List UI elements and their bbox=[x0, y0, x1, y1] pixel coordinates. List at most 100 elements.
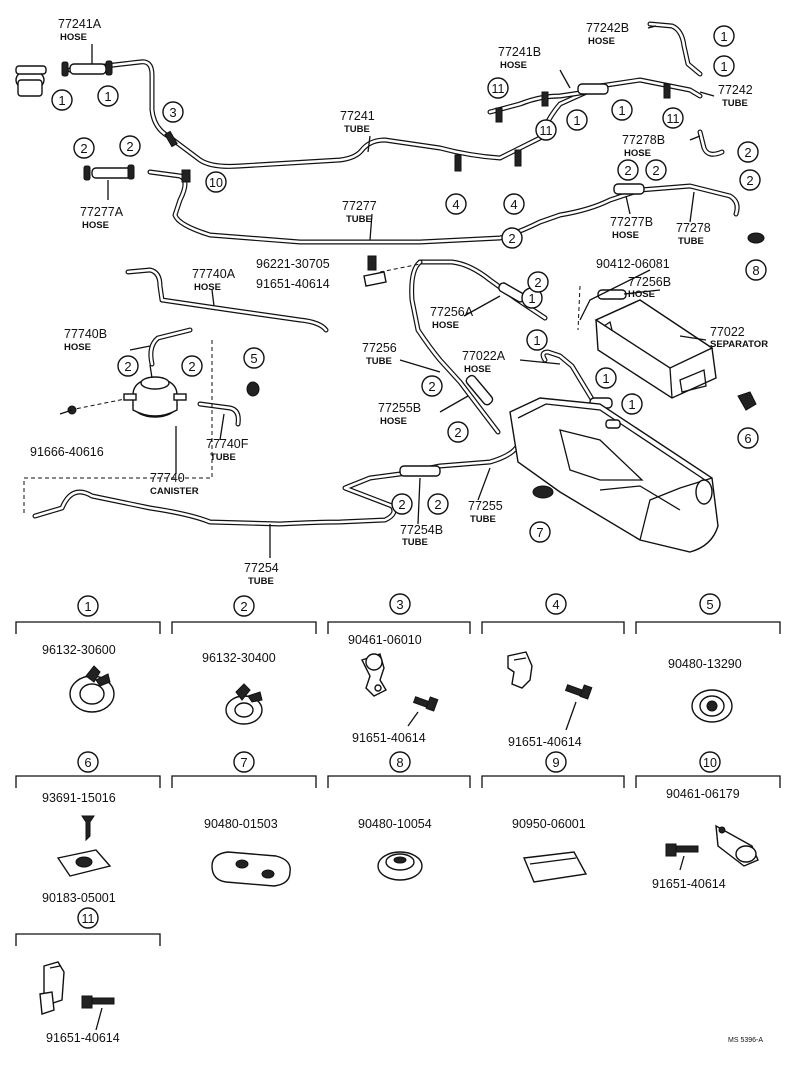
svg-text:2: 2 bbox=[652, 163, 659, 178]
callout-part-77241: 77241 bbox=[340, 109, 375, 123]
marker-6: 6 bbox=[737, 427, 759, 449]
marker-1: 1 bbox=[621, 393, 643, 415]
callout-part-90412-06081: 90412-06081 bbox=[596, 257, 670, 271]
callout-part-77022a: 77022A bbox=[462, 349, 506, 363]
leader-lines bbox=[91, 25, 715, 558]
legend-key-2: 2 bbox=[233, 595, 255, 617]
legend-2-part-0: 96132-30400 bbox=[202, 651, 276, 665]
speed-nut-icon bbox=[56, 849, 112, 877]
callout-name-77241a: HOSE bbox=[60, 32, 87, 43]
marker-4: 4 bbox=[445, 193, 467, 215]
svg-text:2: 2 bbox=[124, 359, 131, 374]
svg-text:2: 2 bbox=[744, 145, 751, 160]
svg-text:1: 1 bbox=[573, 113, 580, 128]
legend-key-1: 1 bbox=[77, 595, 99, 617]
separator-icon bbox=[594, 299, 717, 399]
bolt-legend-4-icon bbox=[564, 684, 593, 731]
svg-text:7: 7 bbox=[240, 755, 247, 770]
clamp-bracket-icon bbox=[361, 653, 387, 697]
callout-name-77740a: HOSE bbox=[194, 282, 221, 293]
legend-7-part-0: 90480-01503 bbox=[204, 817, 278, 831]
screw-icon bbox=[81, 815, 95, 842]
marker-5: 5 bbox=[243, 347, 265, 369]
callout-name-77254: TUBE bbox=[248, 576, 274, 587]
dashed-leaders bbox=[23, 263, 581, 516]
callout-name-77256a: HOSE bbox=[432, 320, 459, 331]
callout-part-77277: 77277 bbox=[342, 199, 377, 213]
svg-text:11: 11 bbox=[82, 912, 95, 926]
legend-key-3: 3 bbox=[389, 593, 411, 615]
callout-name-77740b: HOSE bbox=[64, 342, 91, 353]
marker-2: 2 bbox=[617, 159, 639, 181]
callout-part-77740a: 77740A bbox=[192, 267, 236, 281]
svg-text:2: 2 bbox=[534, 275, 541, 290]
callout-part-77740f: 77740F bbox=[206, 437, 249, 451]
svg-text:2: 2 bbox=[428, 379, 435, 394]
svg-text:1: 1 bbox=[618, 103, 625, 118]
callout-part-91666-40616: 91666-40616 bbox=[30, 445, 104, 459]
bracket-icon bbox=[737, 391, 757, 411]
legend-key-10: 10 bbox=[699, 751, 721, 773]
marker-2: 2 bbox=[527, 271, 549, 293]
marker-1: 1 bbox=[713, 55, 735, 77]
legend-key-4: 4 bbox=[545, 593, 567, 615]
marker-2: 2 bbox=[421, 375, 443, 397]
legend-table: 1 2 3 4 5 6 7 8 9 10 11 96132-30600 9613… bbox=[15, 593, 781, 1045]
bolt-icon bbox=[363, 255, 387, 287]
svg-text:6: 6 bbox=[84, 755, 91, 770]
callout-name-77255b: HOSE bbox=[380, 416, 407, 427]
svg-text:4: 4 bbox=[510, 197, 517, 212]
marker-10: 10 bbox=[205, 171, 227, 193]
svg-text:5: 5 bbox=[250, 351, 257, 366]
svg-text:2: 2 bbox=[80, 141, 87, 156]
svg-text:1: 1 bbox=[628, 397, 635, 412]
callout-part-77242b: 77242B bbox=[586, 21, 629, 35]
svg-text:2: 2 bbox=[746, 173, 753, 188]
legend-10-part-1: 91651-40614 bbox=[652, 877, 726, 891]
legend-key-6: 6 bbox=[77, 751, 99, 773]
legend-4-part-0: 91651-40614 bbox=[508, 735, 582, 749]
legend-key-11: 11 bbox=[77, 907, 99, 929]
footer-code: MS 5396-A bbox=[728, 1037, 763, 1044]
callout-name-77740: CANISTER bbox=[150, 486, 199, 497]
marker-2: 2 bbox=[73, 137, 95, 159]
callout-name-77242b: HOSE bbox=[588, 36, 615, 47]
callout-part-77255b: 77255B bbox=[378, 401, 421, 415]
svg-text:1: 1 bbox=[720, 29, 727, 44]
svg-text:2: 2 bbox=[398, 497, 405, 512]
legend-3-part-1: 91651-40614 bbox=[352, 731, 426, 745]
marker-1: 1 bbox=[713, 25, 735, 47]
callout-part-77254b: 77254B bbox=[400, 523, 443, 537]
marker-1: 1 bbox=[51, 89, 73, 111]
callout-part-91651-40614: 91651-40614 bbox=[256, 277, 330, 291]
callout-part-77254: 77254 bbox=[244, 561, 279, 575]
hose-clamp-large-icon bbox=[69, 665, 115, 713]
svg-text:11: 11 bbox=[492, 82, 505, 96]
callout-labels: 77241A HOSE 77241 TUBE 77277A HOSE 77241… bbox=[30, 17, 768, 587]
callout-name-77277a: HOSE bbox=[82, 220, 109, 231]
callout-name-77278: TUBE bbox=[678, 236, 704, 247]
svg-text:2: 2 bbox=[434, 497, 441, 512]
callout-part-77256a: 77256A bbox=[430, 305, 474, 319]
callout-name-77256: TUBE bbox=[366, 356, 392, 367]
svg-text:7: 7 bbox=[536, 525, 543, 540]
marker-2: 2 bbox=[501, 227, 523, 249]
callout-name-77022a: HOSE bbox=[464, 364, 491, 375]
callout-name-77277: TUBE bbox=[346, 214, 372, 225]
svg-text:11: 11 bbox=[667, 112, 680, 126]
svg-text:1: 1 bbox=[720, 59, 727, 74]
callout-name-77256b: HOSE bbox=[628, 289, 655, 300]
svg-text:2: 2 bbox=[508, 231, 515, 246]
svg-text:10: 10 bbox=[703, 756, 717, 770]
marker-4: 4 bbox=[503, 193, 525, 215]
legend-key-9: 9 bbox=[545, 751, 567, 773]
marker-11: 11 bbox=[487, 77, 509, 99]
callout-name-77022: SEPARATOR bbox=[710, 339, 768, 350]
legend-6-part-1: 90183-05001 bbox=[42, 891, 116, 905]
marker-3: 3 bbox=[162, 101, 184, 123]
legend-11-part-0: 91651-40614 bbox=[46, 1031, 120, 1045]
grommet-legend-8-icon bbox=[377, 851, 423, 881]
callout-part-77278: 77278 bbox=[676, 221, 711, 235]
svg-text:1: 1 bbox=[84, 599, 91, 614]
marker-7: 7 bbox=[529, 521, 551, 543]
